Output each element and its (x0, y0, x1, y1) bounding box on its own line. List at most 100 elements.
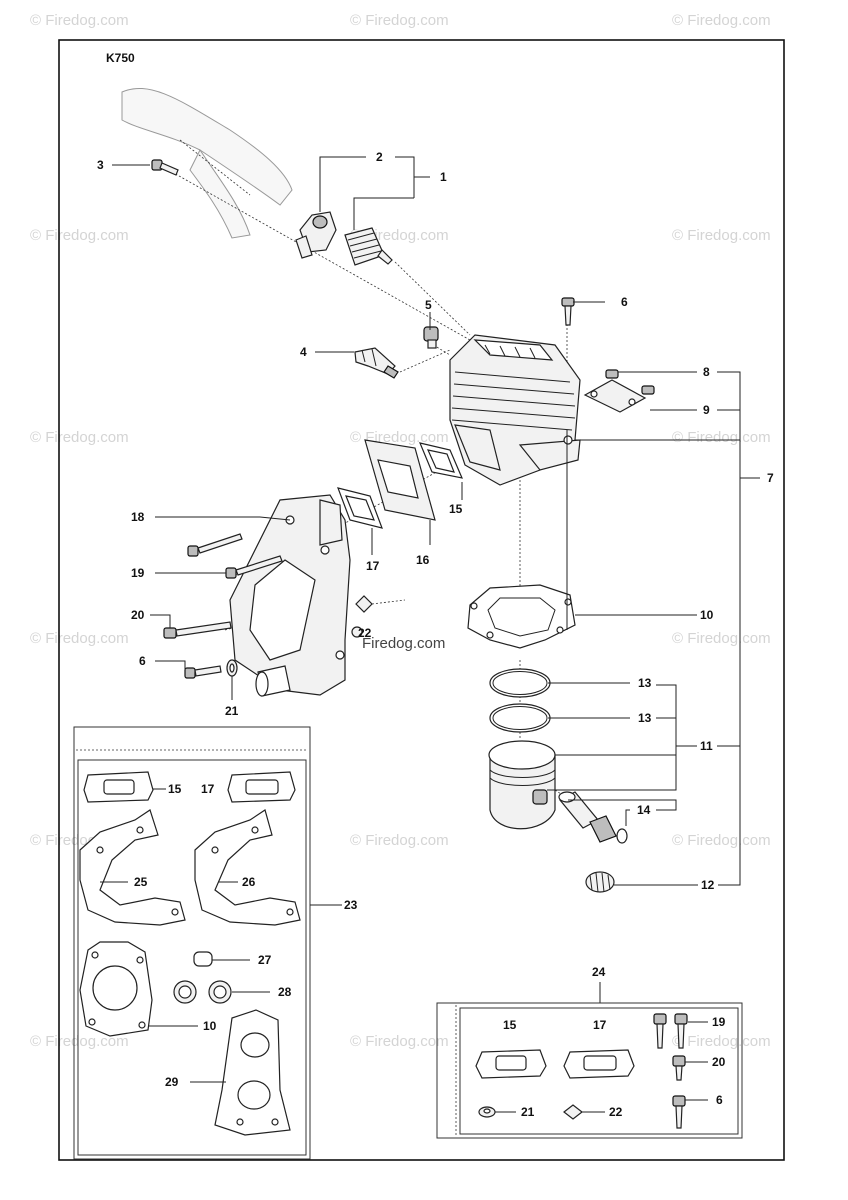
callout-24: 24 (592, 965, 606, 979)
kit24-nut-22 (563, 1104, 583, 1120)
callout-17: 17 (366, 559, 380, 573)
diagram-frame (58, 39, 785, 1161)
kit23-oring-27 (193, 951, 213, 967)
part-22-nut (355, 595, 373, 613)
kit23-gasket-10 (79, 941, 153, 1037)
part-17-gasket (337, 487, 383, 529)
callout-21: 21 (521, 1105, 535, 1119)
callout-21: 21 (225, 704, 239, 718)
callout-7: 7 (767, 471, 774, 485)
callout-6: 6 (139, 654, 146, 668)
callout-1: 1 (440, 170, 447, 184)
callout-15: 15 (449, 502, 463, 516)
watermark: © Firedog.com (350, 832, 449, 849)
callout-9: 9 (703, 403, 710, 417)
callout-15: 15 (168, 782, 182, 796)
callout-20: 20 (712, 1055, 726, 1069)
part-2-holder (295, 211, 337, 259)
callout-27: 27 (258, 953, 272, 967)
kit24-washer-21 (478, 1106, 496, 1118)
part-16-plate (364, 439, 436, 521)
kit23-seal-28b (208, 980, 232, 1004)
part-21-washer (226, 659, 238, 677)
part-15-gasket (418, 442, 464, 479)
kit23-gasket-15 (83, 771, 154, 803)
part-8-9-bracket (583, 369, 655, 413)
watermark: © Firedog.com (672, 12, 771, 29)
callout-26: 26 (242, 875, 256, 889)
muffler-assembly (229, 494, 351, 697)
callout-5: 5 (425, 298, 432, 312)
part-13-piston-ring-upper (489, 668, 551, 698)
callout-6: 6 (621, 295, 628, 309)
part-13-piston-ring-lower (489, 703, 551, 733)
callout-15: 15 (503, 1018, 517, 1032)
machine-handle-outline (121, 88, 293, 239)
callout-13: 13 (638, 711, 652, 725)
part-18-screw (187, 533, 243, 557)
kit24-screw-20 (672, 1055, 686, 1081)
watermark: © Firedog.com (30, 12, 129, 29)
callout-19: 19 (131, 566, 145, 580)
part-11-piston (488, 740, 556, 830)
kit24-gasket-15 (475, 1049, 547, 1079)
kit-bag-outline (436, 1002, 743, 1139)
watermark: © Firedog.com (30, 630, 129, 647)
watermark: © Firedog.com (672, 1033, 771, 1050)
callout-4: 4 (300, 345, 307, 359)
watermark: © Firedog.com (672, 832, 771, 849)
callout-23: 23 (344, 898, 358, 912)
kit24-screw-6 (672, 1095, 686, 1129)
kit23-gasket-26 (194, 809, 301, 926)
watermark-layer: © Firedog.com © Firedog.com © Firedog.co… (30, 12, 771, 1050)
part-1-bellows (344, 227, 393, 266)
callout-29: 29 (165, 1075, 179, 1089)
callout-11: 11 (700, 739, 713, 753)
kit24-screw-19b (674, 1013, 688, 1049)
part-6-screw-top (561, 297, 575, 326)
kit23-gasket-29 (214, 1009, 291, 1136)
part-3-screw (151, 159, 179, 176)
callout-22: 22 (358, 626, 372, 640)
part-4-spark-plug (354, 347, 399, 379)
callout-18: 18 (131, 510, 145, 524)
callout-leaders (112, 156, 760, 886)
callout-13: 13 (638, 676, 652, 690)
watermark: © Firedog.com (350, 429, 449, 446)
callout-2: 2 (376, 150, 383, 164)
part-20-screw (163, 621, 232, 639)
callout-17: 17 (201, 782, 215, 796)
watermark: © Firedog.com (30, 429, 129, 446)
part-5-plug (423, 326, 439, 349)
part-10-base-gasket (467, 584, 576, 649)
callout-10: 10 (700, 608, 714, 622)
callout-numbers: 3 2 1 5 4 6 8 9 7 15 16 17 18 19 20 6 21… (97, 150, 774, 1119)
site-label: Firedog.com (362, 635, 445, 652)
part-12-bearing (585, 871, 615, 893)
callout-8: 8 (703, 365, 710, 379)
watermark: © Firedog.com (350, 12, 449, 29)
callout-22: 22 (609, 1105, 623, 1119)
part-6-screw-left (184, 665, 222, 679)
part-14-needle-bearing (589, 815, 628, 844)
kit-bag-outline (73, 726, 311, 1160)
callout-28: 28 (278, 985, 292, 999)
watermark: © Firedog.com (672, 630, 771, 647)
callout-12: 12 (701, 878, 715, 892)
callout-20: 20 (131, 608, 145, 622)
callout-25: 25 (134, 875, 148, 889)
watermark: © Firedog.com (30, 1033, 129, 1050)
kit24-gasket-17 (563, 1049, 635, 1079)
watermark: © Firedog.com (672, 429, 771, 446)
callout-10: 10 (203, 1019, 217, 1033)
watermark: © Firedog.com (30, 227, 129, 244)
watermark: © Firedog.com (672, 227, 771, 244)
model-label: K750 (106, 51, 135, 65)
callout-17: 17 (593, 1018, 607, 1032)
gasket-kit-23 (73, 726, 342, 1160)
kit23-gasket-25 (79, 809, 186, 926)
watermark: © Firedog.com (350, 1033, 449, 1050)
callout-19: 19 (712, 1015, 726, 1029)
callout-14: 14 (637, 803, 651, 817)
kit23-gasket-17 (227, 771, 296, 803)
